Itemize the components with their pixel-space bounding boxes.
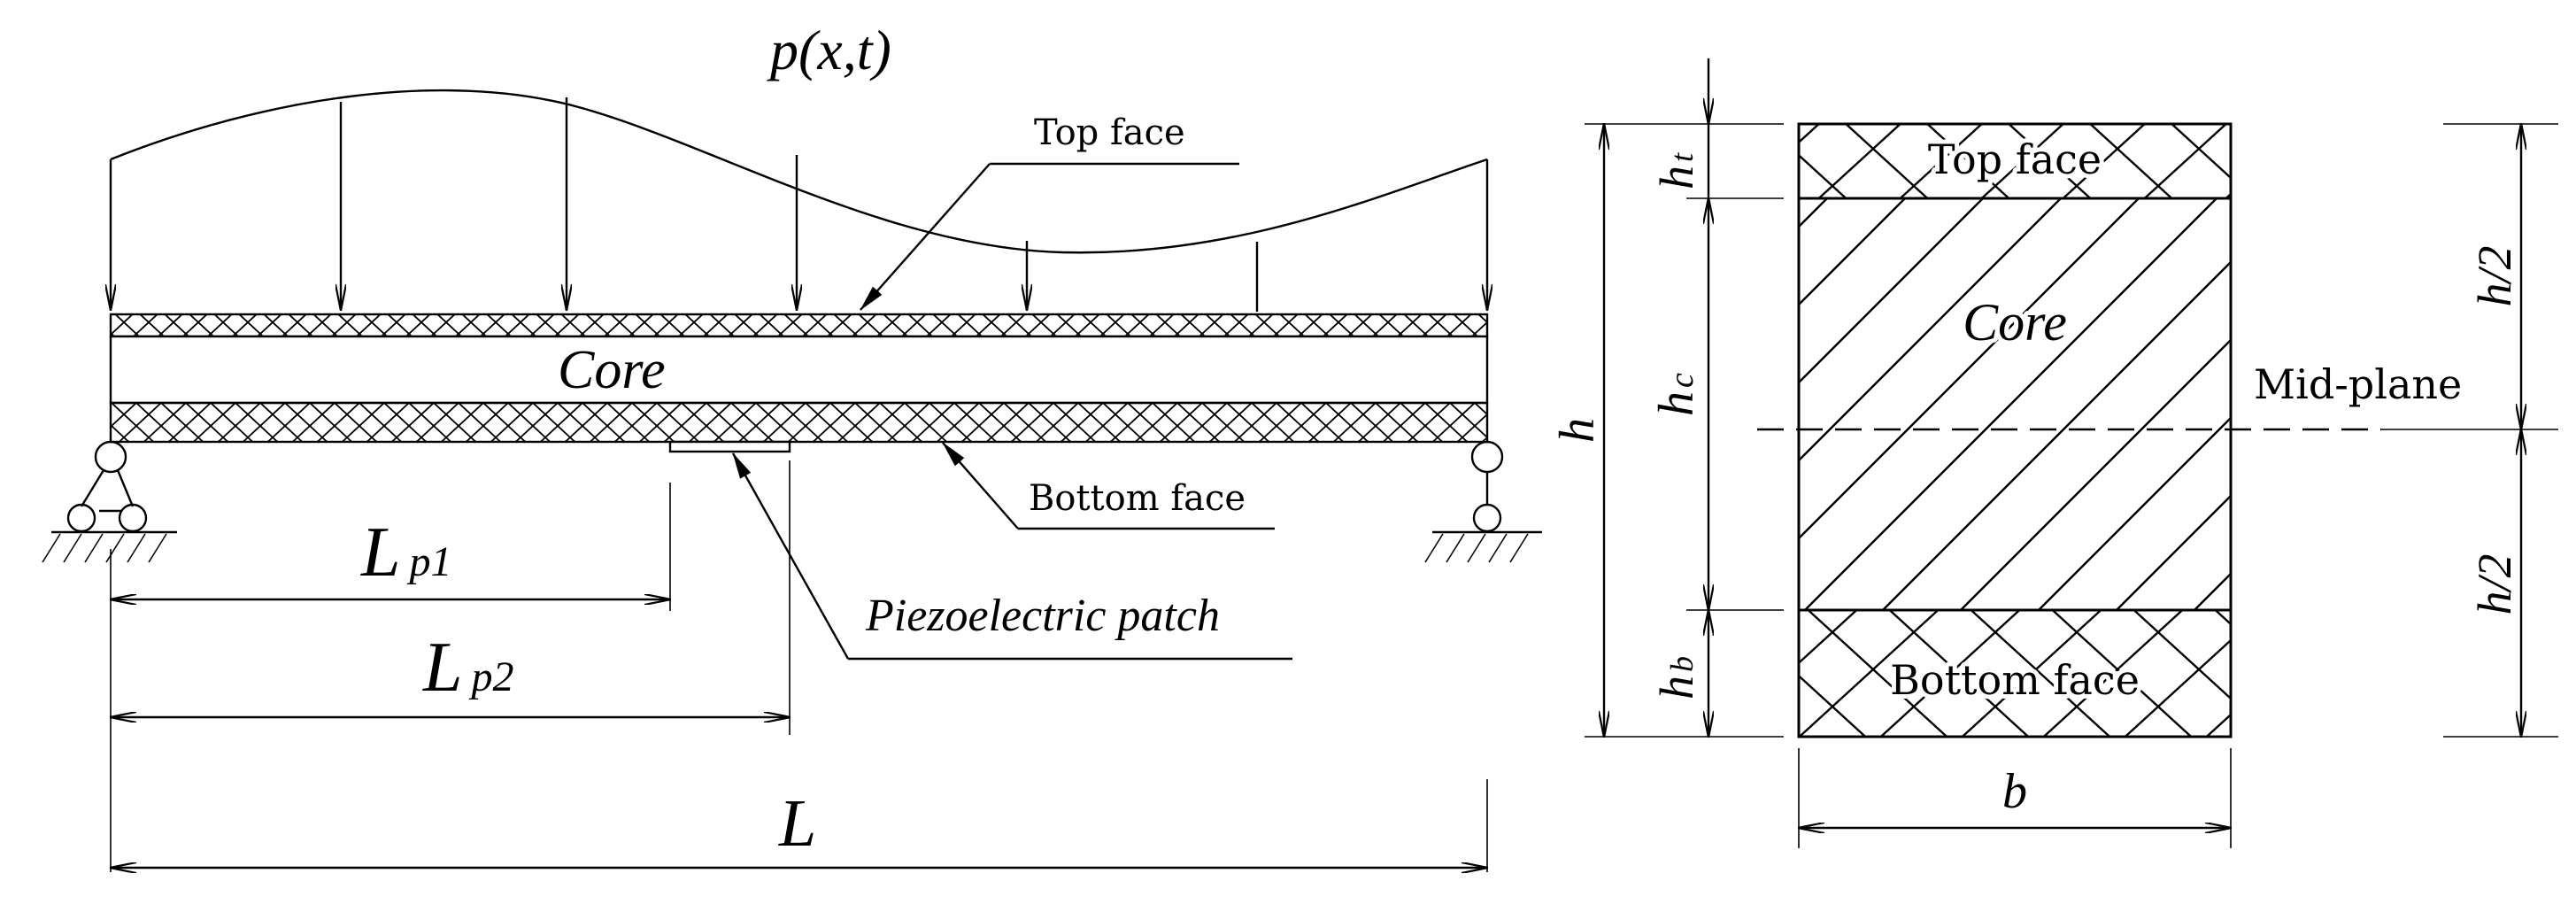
half-h-top-label: h/2 — [2468, 245, 2521, 306]
section-core-label: Core — [1963, 293, 2067, 352]
ht-label: ht — [1650, 152, 1703, 189]
section-bottom-face — [1799, 610, 2231, 737]
top-face-leader — [860, 163, 991, 311]
beam-bottom-face-label: Bottom face — [1029, 478, 1246, 519]
patch-leader — [731, 452, 850, 660]
piezoelectric-patch — [668, 440, 791, 453]
left-pin-support — [42, 440, 177, 563]
h-label: h — [1550, 418, 1605, 443]
section-top-face — [1799, 124, 2231, 198]
beam-top-face — [109, 313, 1489, 338]
mid-plane-label: Mid-plane — [2254, 360, 2462, 408]
width-label: b — [2002, 764, 2027, 819]
right-roller-support — [1424, 440, 1542, 563]
beam-core — [109, 335, 1489, 405]
bottom-face-leader — [942, 442, 1019, 529]
load-arrows — [111, 97, 1487, 312]
half-h-bottom-label: h/2 — [2468, 553, 2521, 614]
hb-label: hb — [1650, 656, 1703, 699]
load-label: p(x,t) — [767, 19, 891, 81]
cross-section-view: Top face Core Bottom face Mid-plane h ht… — [1550, 58, 2558, 848]
hc-label: hc — [1649, 373, 1704, 416]
load-curve — [110, 89, 1488, 254]
section-top-face-label: Top face — [1928, 135, 2102, 183]
beam-top-face-label: Top face — [1034, 112, 1185, 153]
beam-core-label: Core — [558, 340, 666, 400]
section-bottom-face-label: Bottom face — [1890, 656, 2140, 704]
section-core — [1799, 198, 2231, 610]
patch-label: Piezoelectric patch — [865, 591, 1220, 641]
length-label: L — [778, 786, 816, 861]
beam-view: p(x,t) Core Top face Bottom face Piezoel… — [42, 19, 1542, 872]
beam-bottom-face — [109, 401, 1489, 444]
